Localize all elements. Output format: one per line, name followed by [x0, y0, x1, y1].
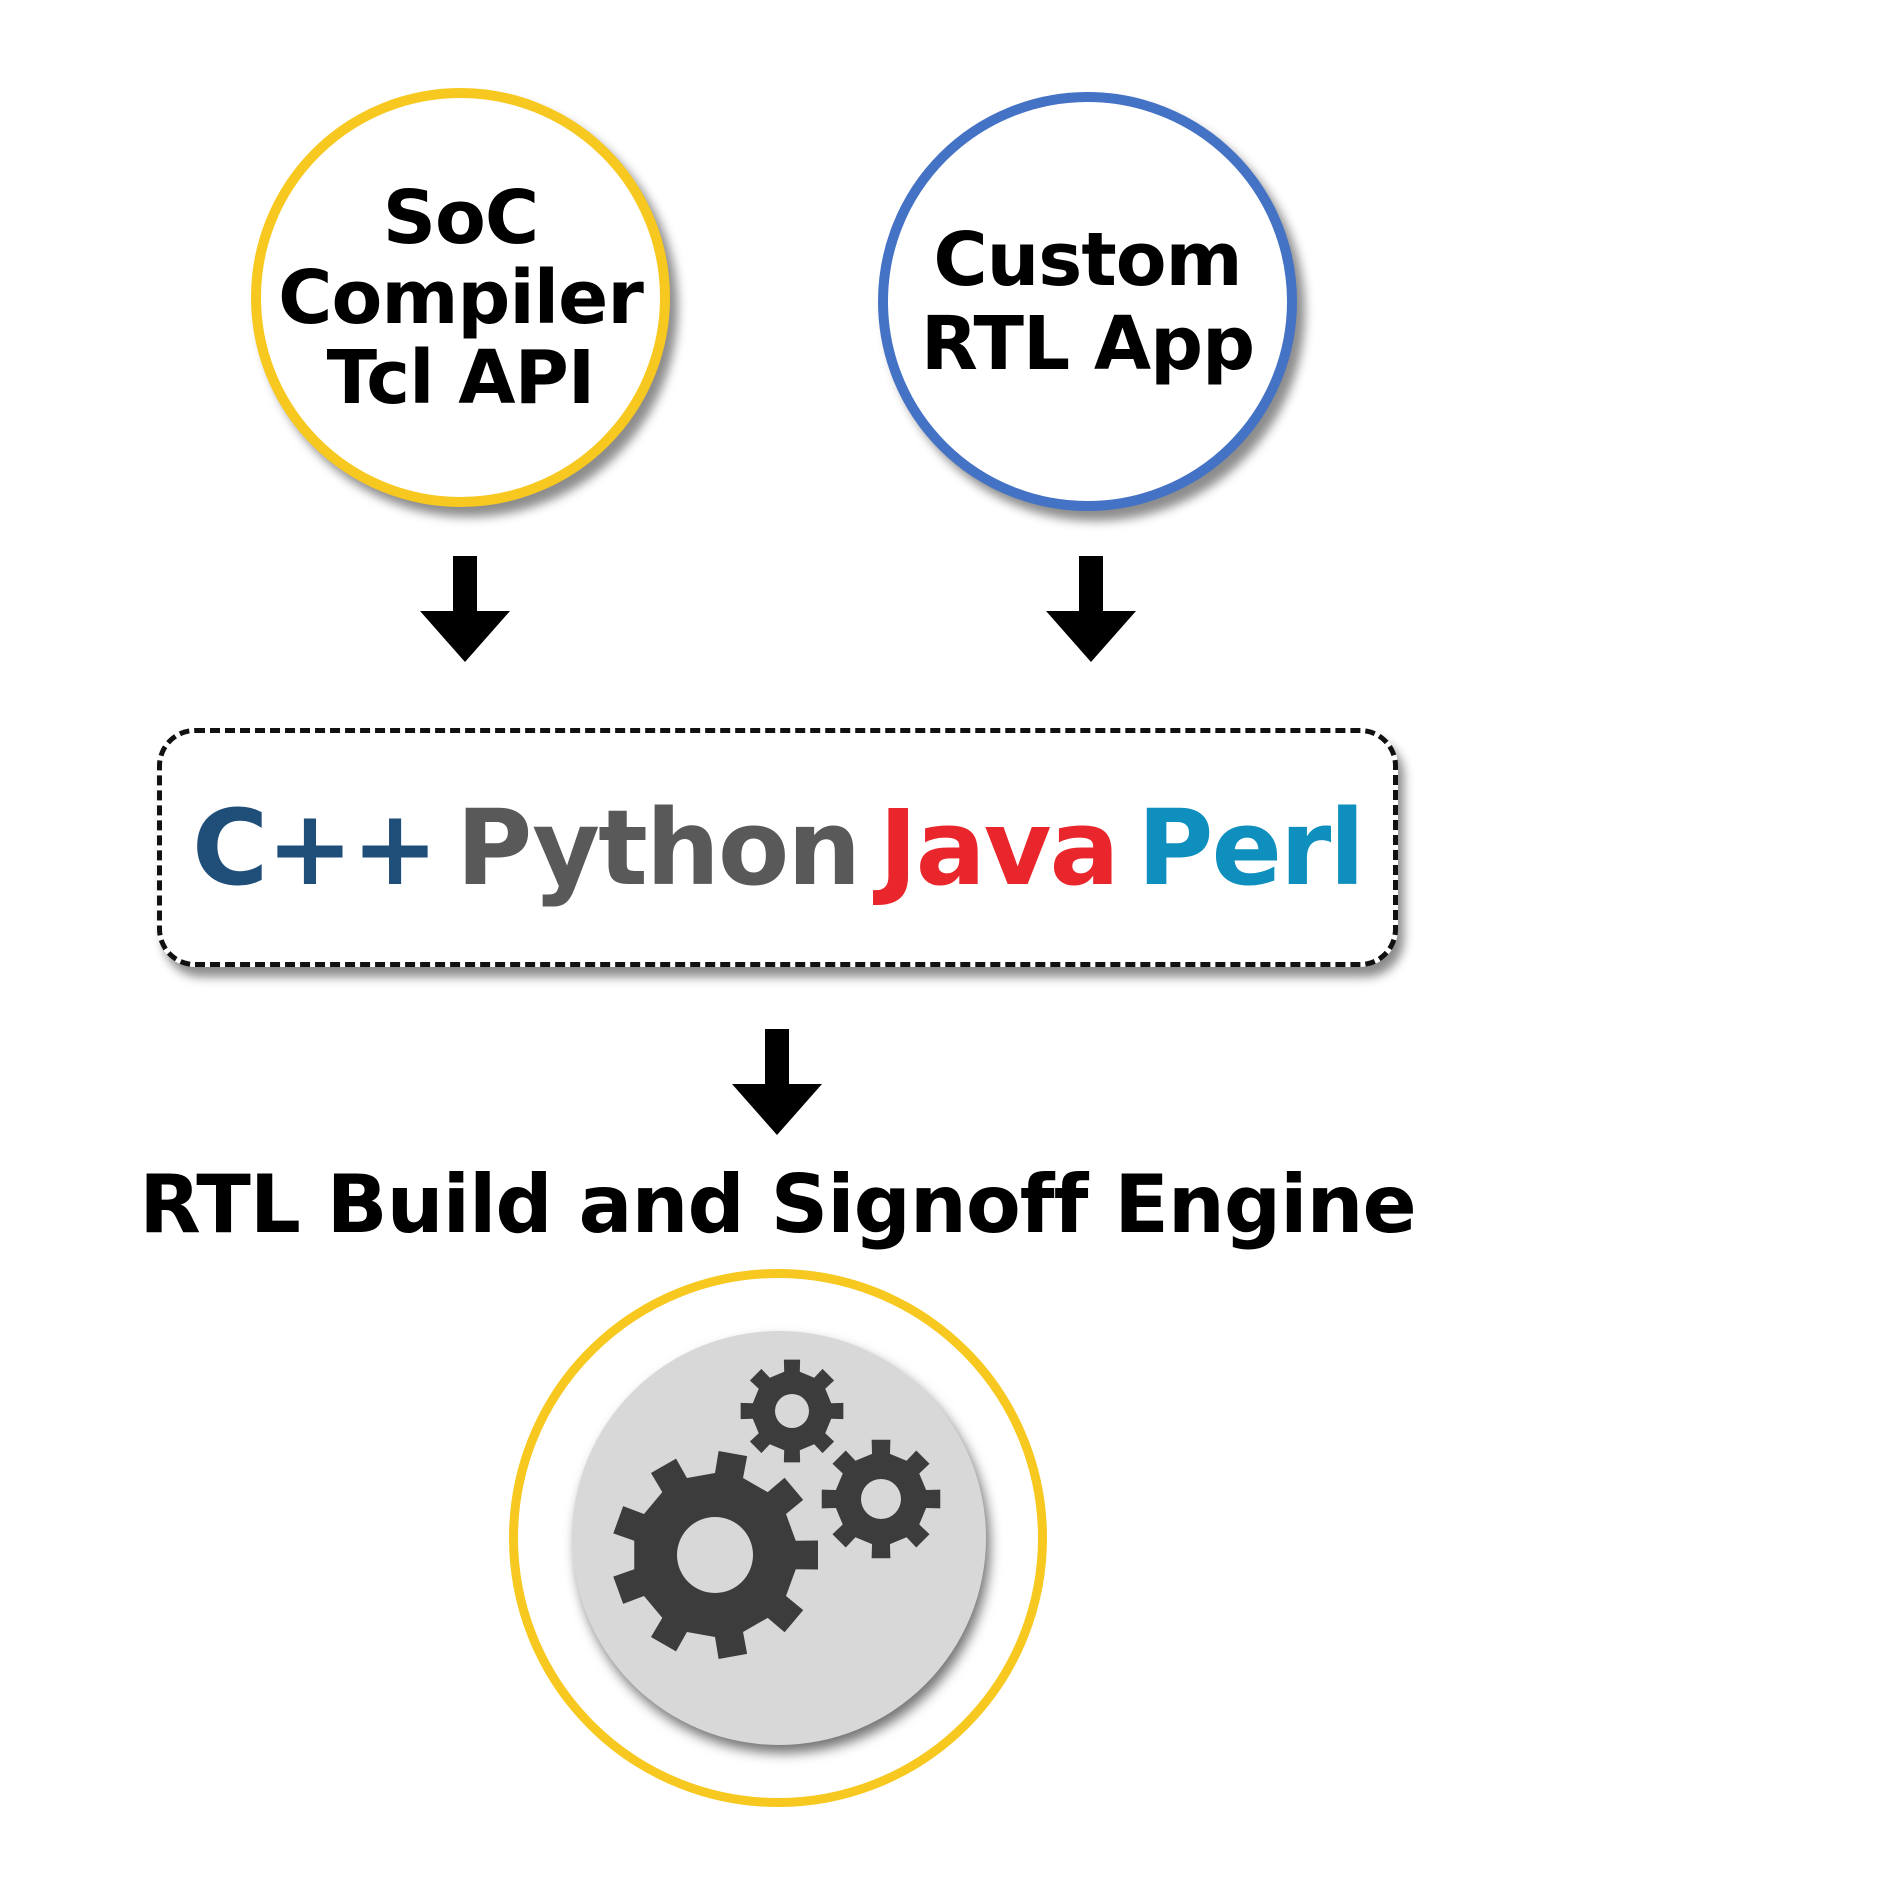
- language-python: Python: [456, 786, 861, 909]
- gear-body: [821, 1439, 941, 1559]
- gear-body: [613, 1451, 818, 1659]
- medium-gear-icon: [821, 1439, 941, 1559]
- down-arrow-icon: [732, 1029, 822, 1135]
- soc-line-2: Compiler: [278, 254, 644, 341]
- down-arrow-icon: [1046, 556, 1136, 662]
- gear-body: [740, 1359, 844, 1463]
- language-perl: Perl: [1137, 786, 1365, 909]
- soc-line-3: Tcl API: [326, 334, 596, 421]
- soc-compiler-tcl-api-node: SoC Compiler Tcl API: [251, 88, 670, 507]
- soc-line-1: SoC: [382, 174, 539, 261]
- language-java: Java: [878, 786, 1120, 909]
- language-cpp: C++: [192, 786, 439, 909]
- small-gear-icon: [740, 1359, 844, 1463]
- languages-box: C++ Python Java Perl: [157, 728, 1398, 967]
- custom-app-line-1: Custom: [933, 216, 1242, 303]
- large-gear-icon: [613, 1451, 818, 1659]
- custom-rtl-app-node: Custom RTL App: [878, 92, 1297, 511]
- down-arrow-icon: [420, 556, 510, 662]
- engine-title: RTL Build and Signoff Engine: [139, 1158, 1417, 1251]
- custom-app-line-2: RTL App: [920, 300, 1255, 387]
